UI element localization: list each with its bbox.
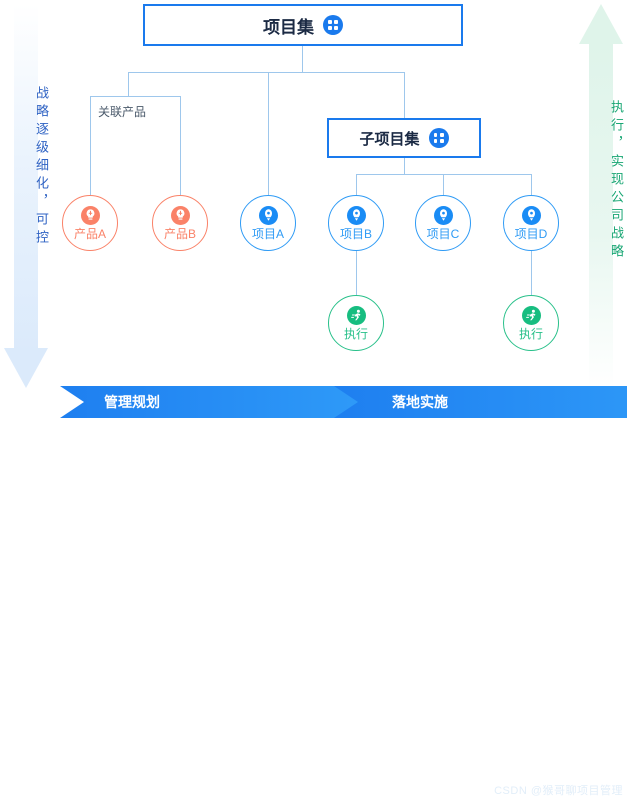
phase-management-planning[interactable]: 管理规划 (60, 386, 374, 418)
runner-icon (346, 306, 366, 325)
connector-project-d-to-execution (531, 251, 532, 295)
lightbulb-icon (80, 206, 100, 225)
node-project-c[interactable]: 项目C (415, 195, 471, 251)
connector-subprogram-to-project-c (443, 174, 444, 195)
node-product-a[interactable]: 产品A (62, 195, 118, 251)
node-execution-1[interactable]: 执行 (328, 295, 384, 351)
rocket-icon (346, 206, 366, 225)
grid-icon (323, 15, 343, 35)
node-project-d[interactable]: 项目D (503, 195, 559, 251)
connector-bus-to-subprogram (404, 72, 405, 118)
phase-implementation-label: 落地实施 (392, 394, 448, 410)
node-subprogram-label: 子项目集 (359, 130, 420, 148)
left-arrow-head-down-icon (4, 348, 48, 388)
node-subprogram[interactable]: 子项目集 (327, 118, 481, 158)
connector-bus-to-related (128, 72, 129, 96)
related-products-label: 关联产品 (98, 105, 147, 119)
phase-band: 管理规划 落地实施 CSDN @猴哥聊项目管理 (0, 386, 627, 797)
connector-related-to-product-b (180, 96, 181, 195)
right-arrow-head-up-icon (579, 4, 623, 44)
left-strategy-arrow: 战略逐级细化，可控 (4, 4, 49, 388)
connector-subprogram-to-project-b (356, 174, 357, 195)
node-execution-2-label: 执行 (518, 327, 543, 341)
left-arrow-label: 战略逐级细化，可控 (34, 86, 49, 248)
connector-subprogram-bus (356, 174, 532, 175)
lightbulb-icon (170, 206, 190, 225)
node-project-b[interactable]: 项目B (328, 195, 384, 251)
left-arrow-shaft (14, 4, 38, 352)
connector-bus-to-project-a (268, 72, 269, 195)
node-project-d-label: 项目D (514, 227, 548, 241)
phase-management-planning-label: 管理规划 (104, 394, 160, 410)
node-project-a[interactable]: 项目A (240, 195, 296, 251)
node-project-b-label: 项目B (339, 227, 372, 241)
connector-subprogram-to-project-d (531, 174, 532, 195)
diagram-canvas: 战略逐级细化，可控 执行，实现公司战略 项目集 子项目集 (0, 4, 627, 797)
grid-icon (428, 128, 449, 148)
node-project-a-label: 项目A (251, 227, 284, 241)
runner-icon (521, 306, 541, 325)
connector-program-down (302, 46, 303, 72)
right-arrow-shaft (589, 44, 613, 388)
rocket-icon (521, 206, 541, 225)
right-execution-arrow: 执行，实现公司战略 (579, 4, 624, 388)
connector-main-bus (128, 72, 405, 73)
node-product-b[interactable]: 产品B (152, 195, 208, 251)
phase-implementation[interactable]: 落地实施 (334, 386, 627, 418)
connector-related-bracket (90, 96, 180, 97)
rocket-icon (433, 206, 453, 225)
watermark: CSDN @猴哥聊项目管理 (494, 785, 623, 797)
node-execution-1-label: 执行 (343, 327, 368, 341)
connector-related-to-product-a (90, 96, 91, 195)
node-program[interactable]: 项目集 (143, 4, 463, 46)
node-product-a-label: 产品A (73, 227, 106, 241)
connector-project-b-to-execution (356, 251, 357, 295)
rocket-icon (258, 206, 278, 225)
right-arrow-label: 执行，实现公司战略 (609, 100, 624, 262)
node-project-c-label: 项目C (426, 227, 460, 241)
node-execution-2[interactable]: 执行 (503, 295, 559, 351)
node-program-label: 项目集 (263, 17, 314, 37)
connector-subprogram-down (404, 158, 405, 174)
node-product-b-label: 产品B (163, 227, 196, 241)
